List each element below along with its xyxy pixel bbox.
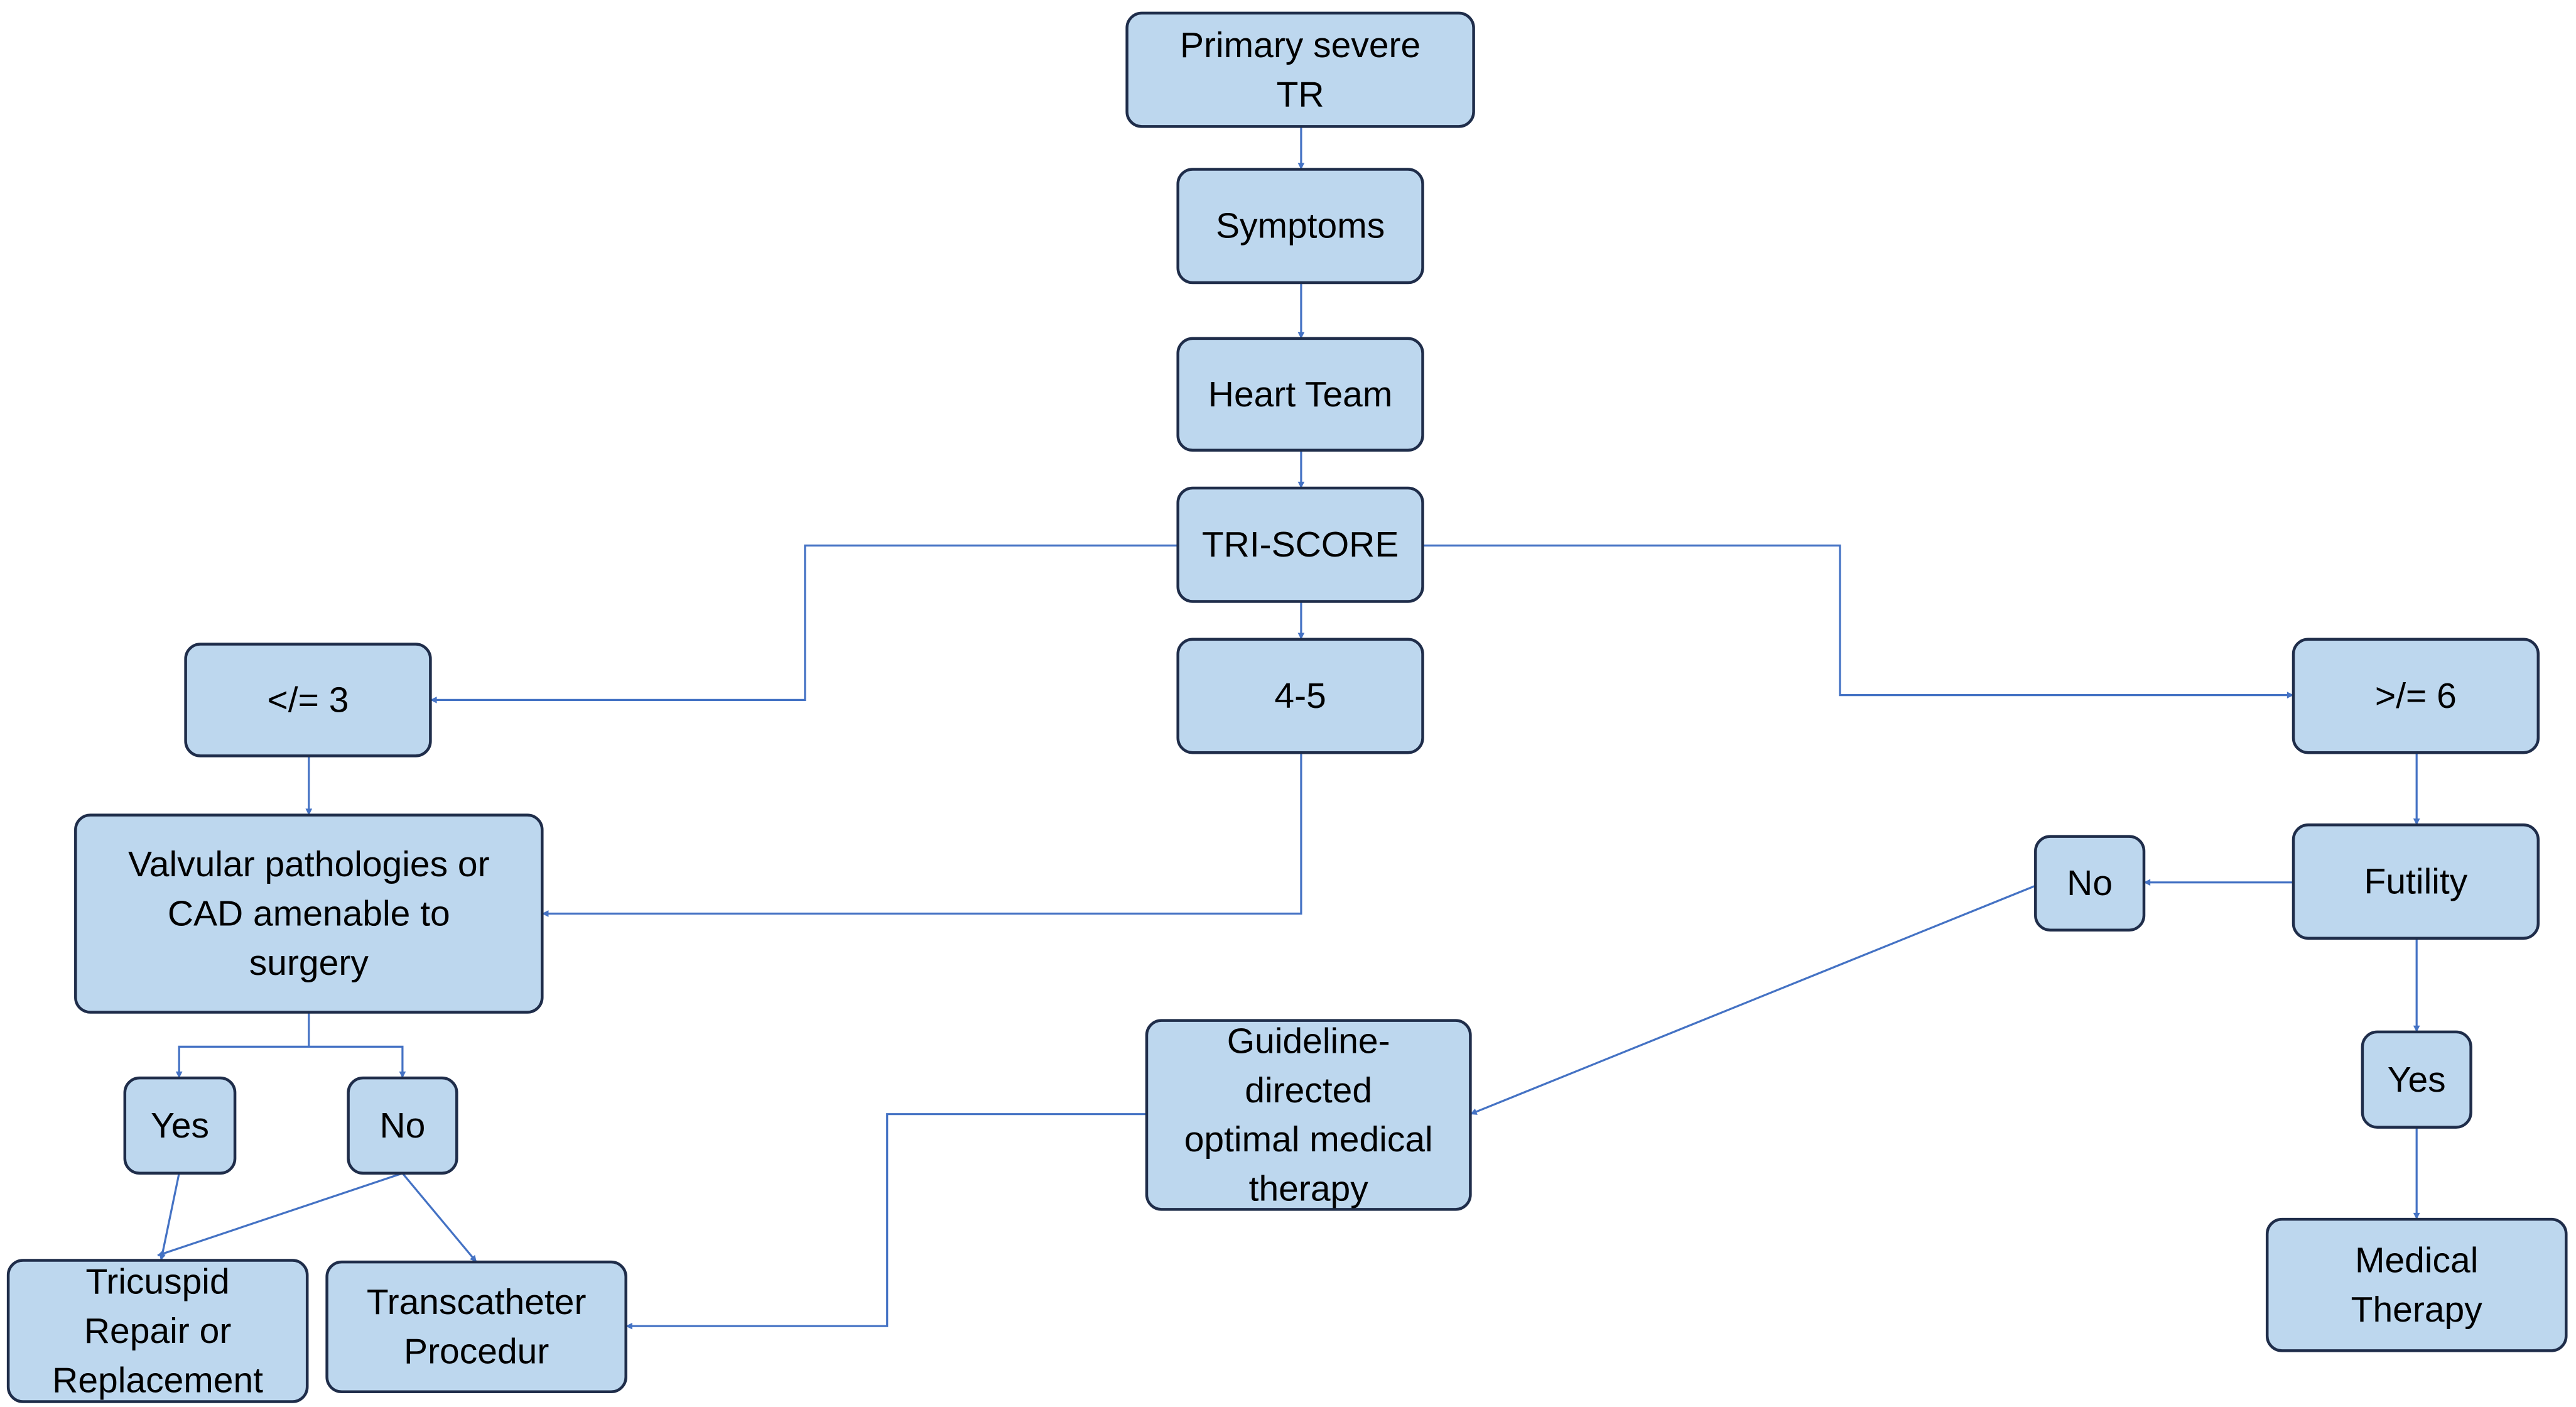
node-label: Procedur [404,1332,549,1372]
connector-tri-score-to-score-le-3 [430,544,1178,704]
connector-valvular-yes-to-tricuspid-repair [159,1173,180,1261]
connector-tri-score-to-score-ge-6 [1422,544,2294,698]
node-futility-no: No [2034,835,2146,932]
node-label: No [379,1106,425,1146]
node-label: surgery [249,943,369,983]
node-box [1125,11,1475,128]
node-box [1176,337,1424,452]
node-box [2292,823,2540,940]
connector-futility-no-to-gdmt [1469,884,2036,1116]
node-score-4-5: 4-5 [1176,638,1424,754]
node-label: optimal medical [1184,1119,1433,1160]
node-label: directed [1245,1070,1372,1111]
node-label: Symptoms [1216,206,1385,246]
node-box [325,1260,627,1394]
node-label: Yes [151,1106,209,1146]
node-box [347,1076,458,1175]
node-futility-yes: Yes [2361,1030,2472,1129]
node-heart-team: Heart Team [1176,337,1424,452]
connector-valvular-pathologies-to-valvular-yes [175,1012,310,1078]
node-box [1176,486,1424,603]
node-label: CAD amenable to [168,894,450,934]
node-label: Primary severe [1180,25,1421,65]
node-box [6,1259,309,1403]
node-label: Replacement [52,1361,263,1401]
node-box [74,813,544,1014]
node-symptoms: Symptoms [1176,168,1424,285]
node-gdmt: Guideline-directed optimal medical therapy [1145,1019,1472,1211]
node-label: Heart Team [1208,374,1393,415]
node-box [2292,638,2540,754]
node-tri-score: TRI-SCORE [1176,486,1424,603]
node-valvular-yes: Yes [123,1076,237,1175]
node-box [1176,638,1424,754]
node-label: Repair or [84,1311,231,1351]
node-box [2265,1217,2568,1352]
node-label: Valvular pathologies or [128,844,490,884]
node-score-ge-6: >/= 6 [2292,638,2540,754]
node-label: 4-5 [1274,676,1326,716]
node-valvular-pathologies: Valvular pathologies or CAD amenable to su… [74,813,544,1014]
connector-gdmt-to-transcatheter [625,1113,1147,1330]
node-label: Yes [2388,1060,2446,1100]
node-box [1145,1019,1472,1211]
node-valvular-no: No [347,1076,458,1175]
node-label: Futility [2364,862,2468,902]
connector-valvular-no-to-tricuspid-repair [157,1172,403,1257]
node-label: Medical [2355,1241,2478,1281]
node-score-le-3: </= 3 [184,643,432,758]
connectors [157,46,2420,1330]
node-label: Guideline- [1227,1021,1390,1061]
node-label: TR [1277,74,1324,114]
connector-valvular-no-to-transcatheter [401,1172,477,1263]
node-box [1176,168,1424,285]
node-futility: Futility [2292,823,2540,940]
node-label: >/= 6 [2375,676,2457,716]
connector-valvular-pathologies-to-valvular-no [308,1045,406,1078]
node-label: Tricuspid [86,1262,230,1302]
node-box [184,643,432,758]
node-box [2361,1030,2472,1129]
connector-score-4-5-to-valvular-pathologies [541,752,1302,917]
node-label: Transcatheter [367,1282,587,1322]
node-label: No [2067,863,2113,903]
node-label: </= 3 [268,680,349,720]
node-label: therapy [1249,1169,1369,1209]
node-label: TRI-SCORE [1202,524,1399,565]
node-box [2034,835,2146,932]
node-label: Therapy [2351,1290,2483,1330]
node-box [123,1076,237,1175]
